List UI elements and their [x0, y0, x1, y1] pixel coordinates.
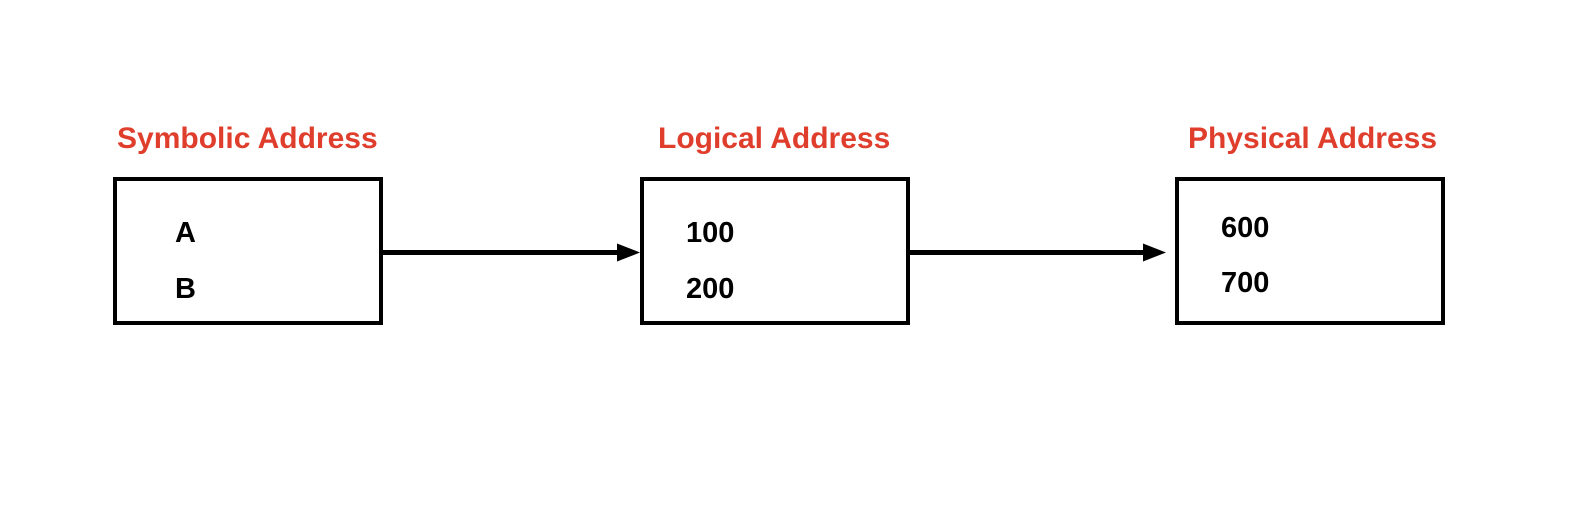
physical-address-item: 600 — [1221, 212, 1270, 244]
symbolic-address-title: Symbolic Address — [117, 122, 378, 155]
logical-address-item: 100 — [686, 217, 735, 249]
physical-address-box: 600 700 — [1175, 177, 1445, 325]
logical-address-box: 100 200 — [640, 177, 910, 325]
logical-address-item: 200 — [686, 273, 735, 305]
symbolic-address-box: A B — [113, 177, 383, 325]
symbolic-address-item: B — [175, 273, 196, 305]
physical-address-title: Physical Address — [1188, 122, 1438, 155]
physical-address-item: 700 — [1221, 267, 1270, 299]
arrow-right-icon — [383, 243, 640, 262]
logical-address-title: Logical Address — [658, 122, 891, 155]
symbolic-address-item: A — [175, 217, 196, 249]
arrow-right-icon — [909, 243, 1166, 262]
